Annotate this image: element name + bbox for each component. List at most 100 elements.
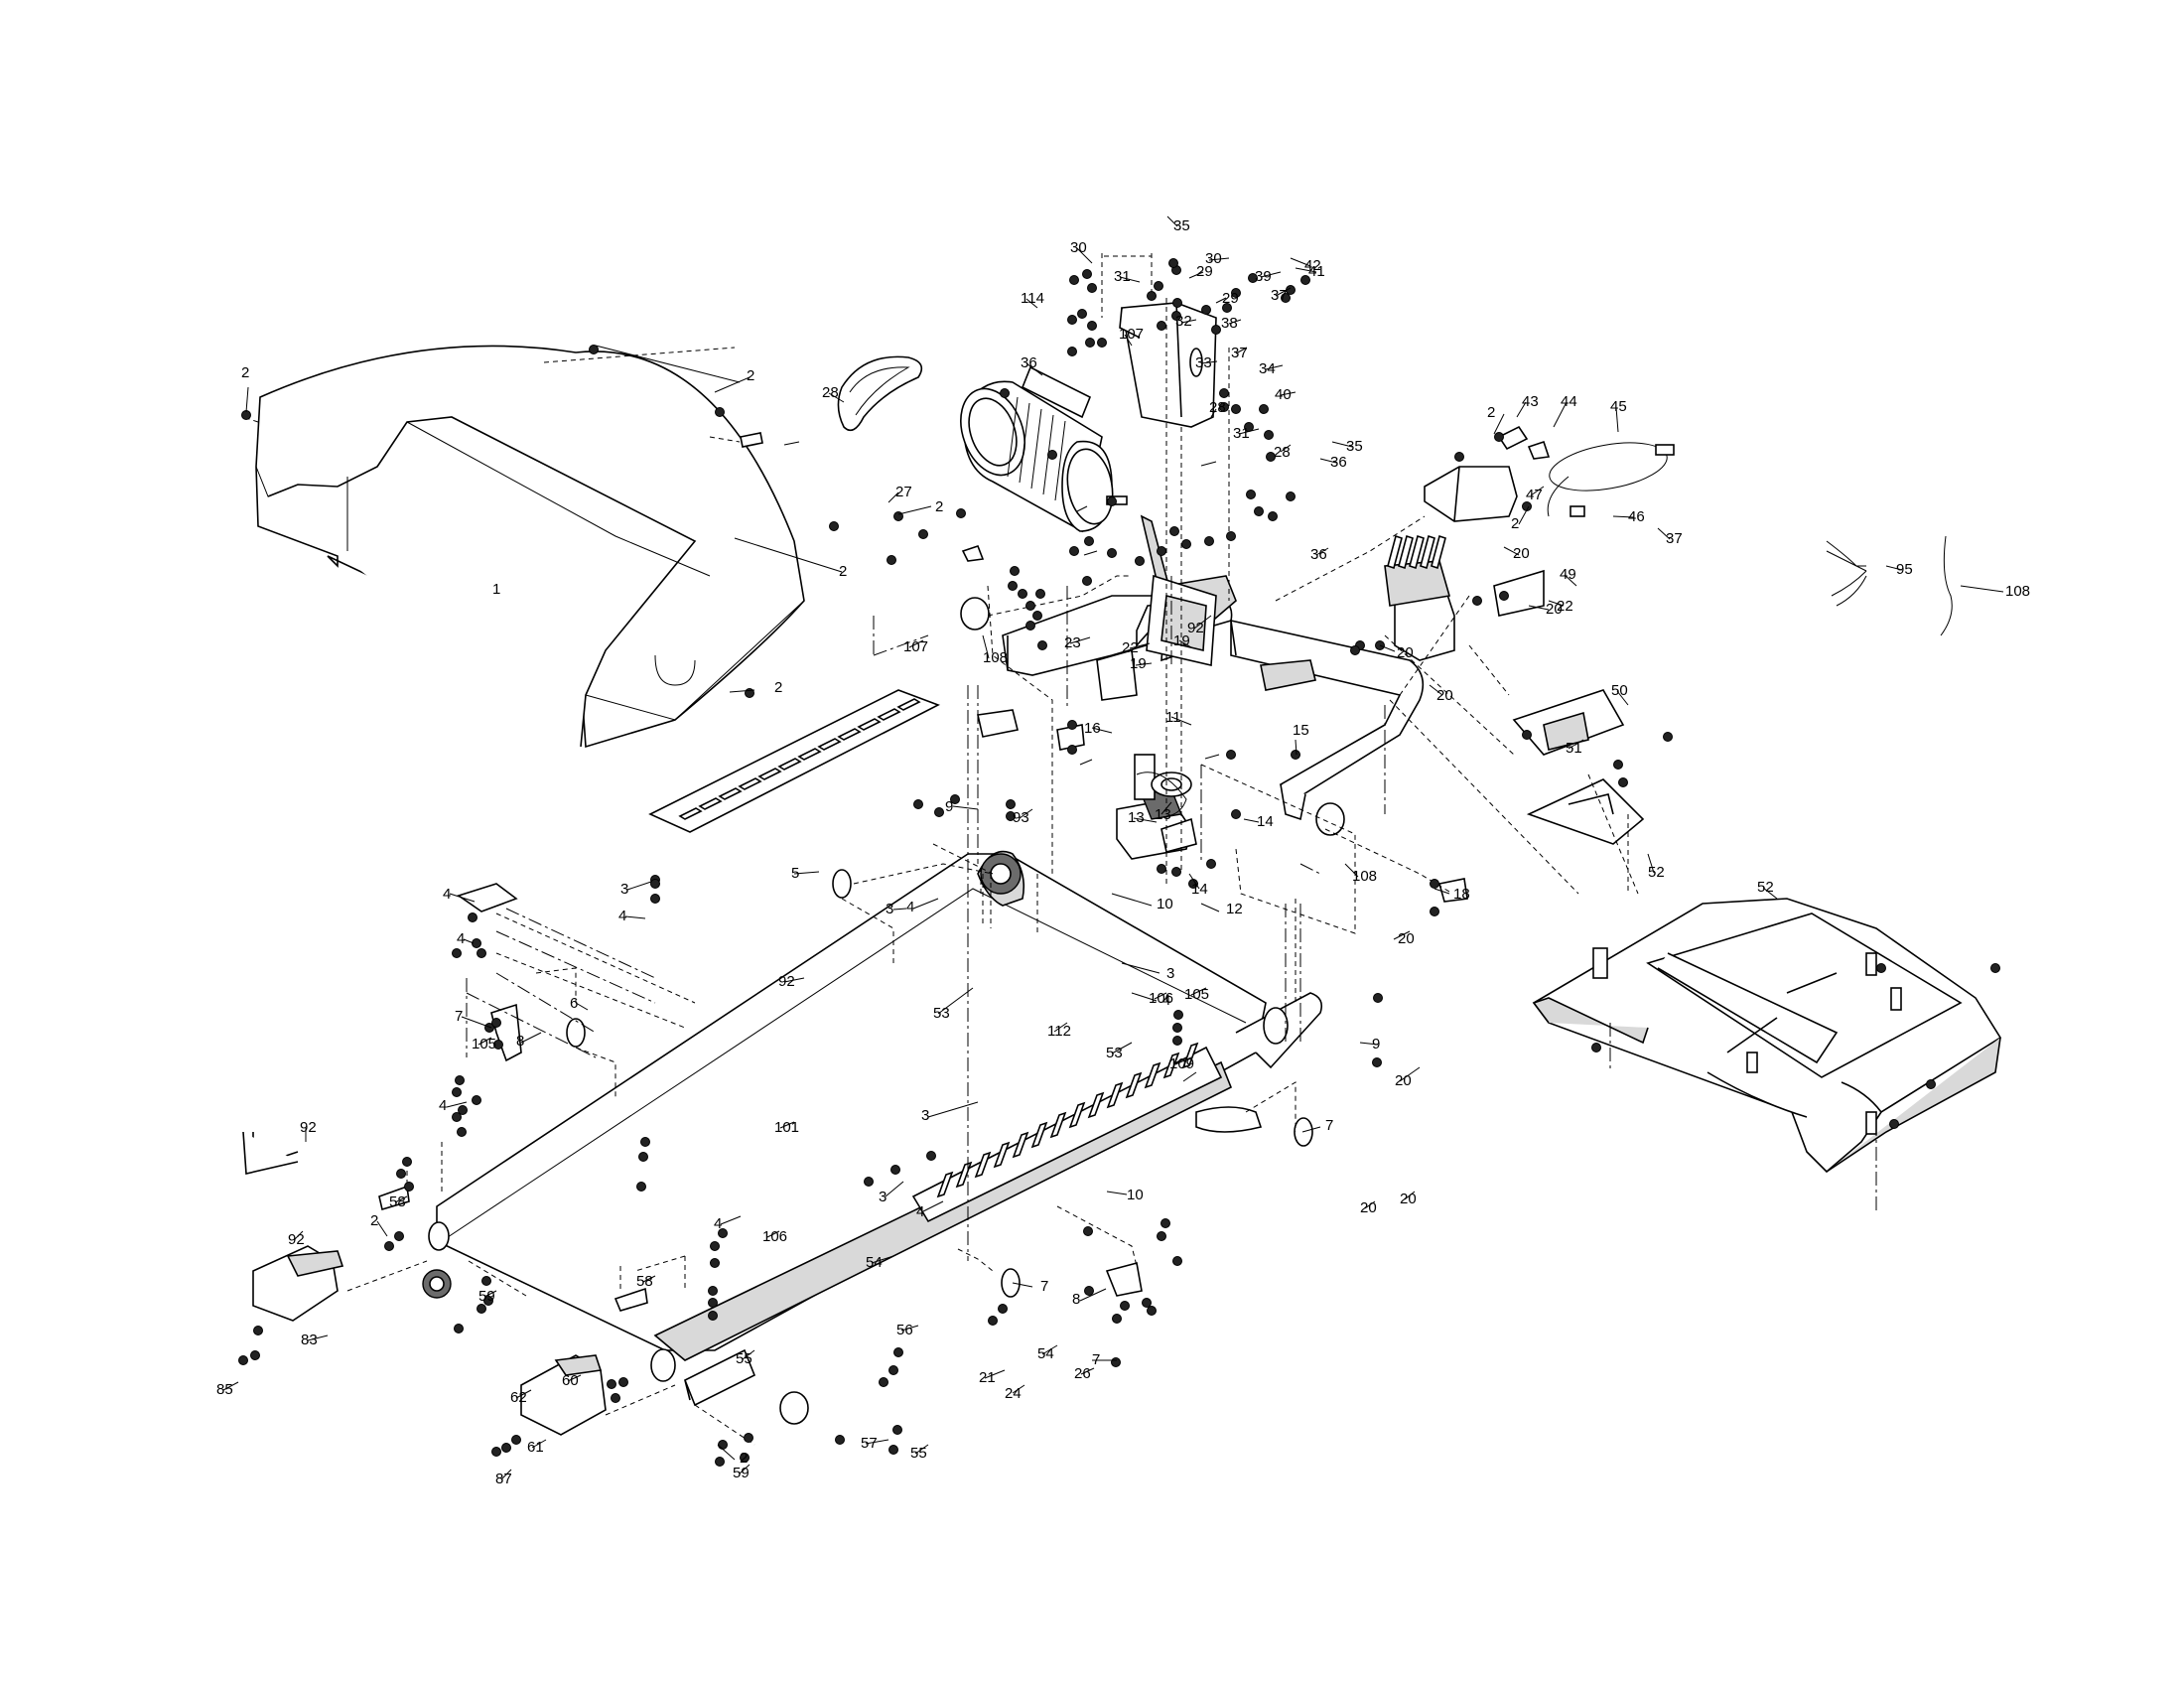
callout-26: 26 (1074, 1365, 1091, 1382)
callout-53: 53 (933, 1005, 950, 1022)
electronics (1384, 466, 1645, 845)
callout-92: 92 (1187, 620, 1204, 636)
callout-105: 105 (1184, 986, 1209, 1003)
callout-36: 36 (1021, 354, 1037, 371)
callout-4: 4 (714, 1215, 722, 1232)
callout-20: 20 (1360, 1199, 1377, 1216)
callout-2: 2 (1511, 515, 1519, 532)
callout-106: 106 (1149, 990, 1173, 1007)
callout-14: 14 (1191, 881, 1208, 898)
callout-52: 52 (1648, 864, 1665, 881)
callout-43: 43 (1522, 393, 1539, 410)
callout-32: 32 (1175, 313, 1192, 330)
callout-2: 2 (370, 1212, 378, 1229)
callout-4: 4 (443, 886, 451, 903)
callout-28: 28 (1209, 399, 1226, 416)
callout-33: 33 (1195, 354, 1212, 371)
callout-8: 8 (516, 1033, 524, 1050)
callout-108: 108 (2005, 583, 2030, 600)
callout-51: 51 (1566, 740, 1582, 757)
wire-harness (1826, 535, 1953, 636)
callout-4: 4 (916, 1203, 924, 1220)
callout-95: 95 (1896, 561, 1913, 578)
callout-85: 85 (216, 1381, 233, 1398)
callout-52: 52 (1757, 879, 1774, 896)
power-cord (1547, 442, 1675, 517)
hood (255, 345, 805, 749)
callout-7: 7 (1040, 1278, 1048, 1295)
callout-4: 4 (618, 908, 626, 924)
drive-belt (837, 355, 923, 432)
callout-92: 92 (300, 1119, 317, 1136)
callout-30: 30 (1070, 239, 1087, 256)
callout-9: 9 (1372, 1036, 1380, 1052)
callout-28: 28 (1274, 444, 1291, 461)
motor-tilt-bracket (1146, 574, 1217, 666)
callout-54: 54 (1037, 1345, 1054, 1362)
callout-106: 106 (762, 1228, 787, 1245)
callout-30: 30 (1205, 250, 1222, 267)
motor (960, 365, 1128, 533)
callout-108: 108 (983, 649, 1008, 666)
callout-109: 109 (1169, 1055, 1194, 1072)
callout-3: 3 (1166, 965, 1174, 982)
callout-19: 19 (1130, 655, 1147, 672)
callout-61: 61 (527, 1439, 544, 1456)
callout-45: 45 (1610, 398, 1627, 415)
callout-93: 93 (1013, 809, 1029, 826)
callout-40: 40 (1275, 386, 1292, 403)
assembly-lines (242, 253, 1877, 1446)
callout-62: 62 (510, 1389, 527, 1406)
callout-11: 11 (1165, 709, 1181, 726)
callout-53: 53 (1106, 1045, 1123, 1061)
callout-44: 44 (1561, 393, 1577, 410)
rear-caps (252, 597, 1345, 1436)
callout-57: 57 (861, 1435, 878, 1452)
callout-114: 114 (1021, 290, 1044, 307)
callout-3: 3 (620, 881, 628, 898)
callout-20: 20 (1395, 1072, 1412, 1089)
callout-4: 4 (457, 930, 465, 947)
callout-6: 6 (570, 995, 578, 1012)
callout-8: 8 (1072, 1291, 1080, 1308)
callout-47: 47 (1526, 487, 1543, 503)
callout-55: 55 (910, 1445, 927, 1462)
callout-34: 34 (1259, 360, 1276, 377)
motor-bracket (1119, 302, 1217, 428)
callout-13: 13 (1155, 806, 1171, 823)
callout-60: 60 (562, 1372, 579, 1389)
callout-92: 92 (288, 1231, 305, 1248)
callout-14: 14 (1257, 813, 1274, 830)
callout-20: 20 (1398, 930, 1415, 947)
callout-4: 4 (1162, 992, 1170, 1009)
callout-31: 31 (1114, 268, 1131, 285)
callout-10: 10 (1157, 896, 1173, 912)
callout-108: 108 (1352, 868, 1377, 885)
callout-2: 2 (747, 367, 754, 384)
callout-7: 7 (1092, 1351, 1100, 1368)
callout-36: 36 (1330, 454, 1347, 471)
callout-3: 3 (886, 901, 893, 917)
callout-10: 10 (1127, 1187, 1144, 1203)
callout-37: 37 (1666, 530, 1683, 547)
callout-107: 107 (903, 638, 928, 655)
callout-24: 24 (1005, 1385, 1022, 1402)
callout-101: 101 (774, 1119, 799, 1136)
callout-42: 42 (1304, 257, 1321, 274)
callout-13: 13 (1128, 809, 1145, 826)
callout-35: 35 (1173, 217, 1190, 234)
callout-1: 1 (492, 581, 500, 598)
callout-20: 20 (1400, 1191, 1417, 1207)
callout-20: 20 (1513, 545, 1530, 562)
callout-4: 4 (906, 899, 914, 915)
callout-2: 2 (740, 1450, 748, 1467)
callout-38: 38 (1221, 315, 1238, 332)
callout-9: 9 (945, 798, 953, 815)
callout-56: 56 (896, 1322, 913, 1338)
callout-19: 19 (1173, 632, 1190, 649)
callout-21: 21 (979, 1369, 996, 1386)
callout-29: 29 (1222, 290, 1239, 307)
callout-55: 55 (736, 1350, 752, 1367)
callout-54: 54 (866, 1254, 883, 1271)
